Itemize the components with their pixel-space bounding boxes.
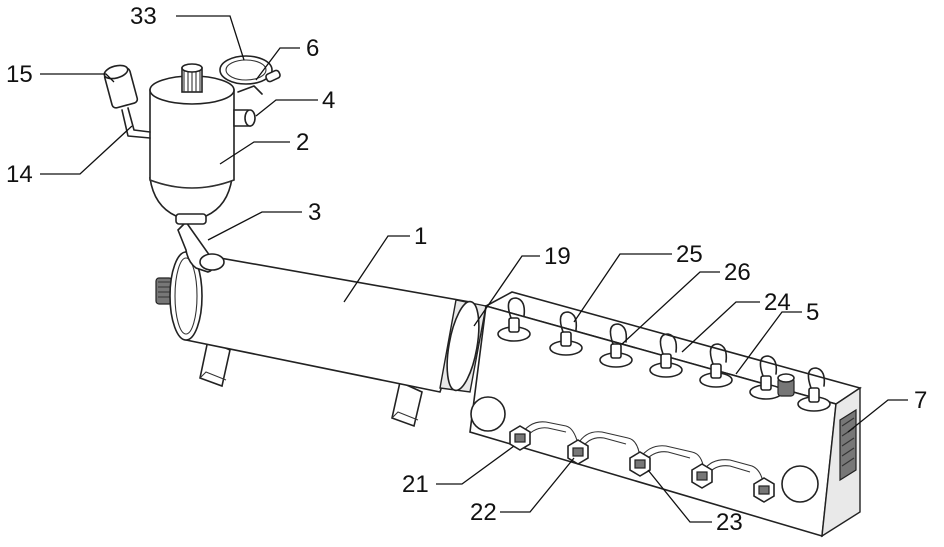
callout-7: 7 (914, 387, 927, 414)
callout-1: 1 (414, 223, 427, 250)
callout-19: 19 (544, 243, 571, 270)
top-knob (778, 374, 794, 396)
callout-22: 22 (470, 499, 497, 526)
front-fitting (630, 452, 650, 476)
front-fitting (692, 464, 712, 488)
hopper-tank (103, 56, 281, 272)
callout-24: 24 (764, 289, 791, 316)
callout-6: 6 (306, 35, 319, 62)
front-fitting (568, 440, 588, 464)
callout-4: 4 (322, 87, 335, 114)
main-cylinder (156, 252, 486, 426)
callout-15: 15 (6, 61, 33, 88)
callout-21: 21 (402, 471, 429, 498)
callout-2: 2 (296, 129, 309, 156)
callout-14: 14 (6, 161, 33, 188)
callout-33: 33 (130, 3, 157, 30)
housing-box (470, 292, 860, 536)
callout-25: 25 (676, 241, 703, 268)
callout-5: 5 (806, 299, 819, 326)
front-fitting (754, 478, 774, 502)
callout-23: 23 (716, 509, 743, 536)
callout-26: 26 (724, 259, 751, 286)
callout-3: 3 (308, 199, 321, 226)
